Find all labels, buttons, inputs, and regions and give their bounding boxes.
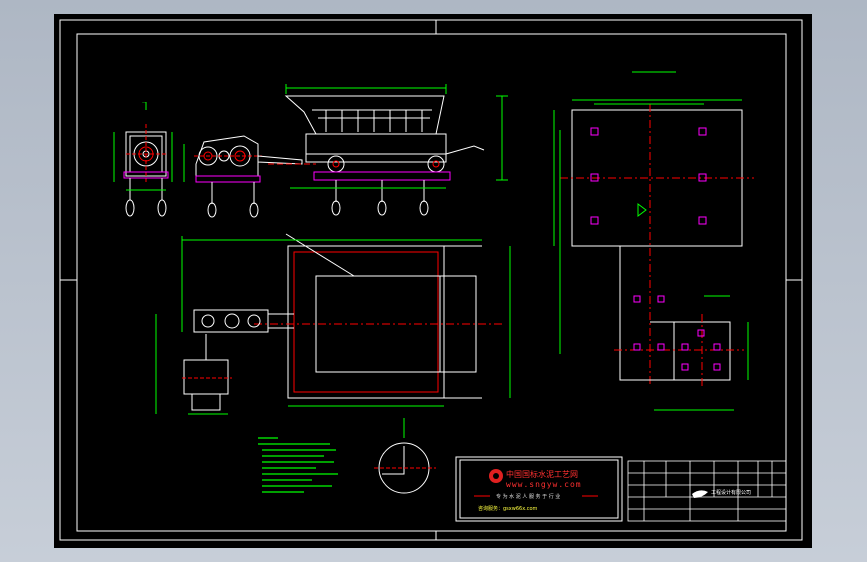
end-view: — <box>113 100 173 217</box>
logo-title: 中国国标水泥工艺网 <box>506 470 578 479</box>
side-elevation <box>183 84 508 218</box>
drawing-sheet[interactable]: — <box>54 14 812 548</box>
centering-marks <box>60 20 802 540</box>
inner-frame <box>76 33 787 532</box>
title-block <box>627 460 787 522</box>
cad-drawing: — <box>59 19 803 541</box>
technical-notes <box>258 437 338 493</box>
logo-box <box>455 456 623 522</box>
company-mark-icon <box>692 490 708 498</box>
plan-view <box>155 233 511 415</box>
title-block-company: 工程设计有限公司 <box>711 490 752 496</box>
logo-url[interactable]: www.sngyw.com <box>506 480 582 489</box>
outer-frame <box>59 19 803 541</box>
svg-text:—: — <box>142 100 146 105</box>
detail-circle <box>374 418 436 494</box>
foundation-plan <box>553 71 754 411</box>
logo-slogan: 专 为 水 泥 人 服 务 于 行 业 <box>496 494 561 500</box>
logo-contact: 咨询服务：gsxw66x.com <box>478 506 538 512</box>
